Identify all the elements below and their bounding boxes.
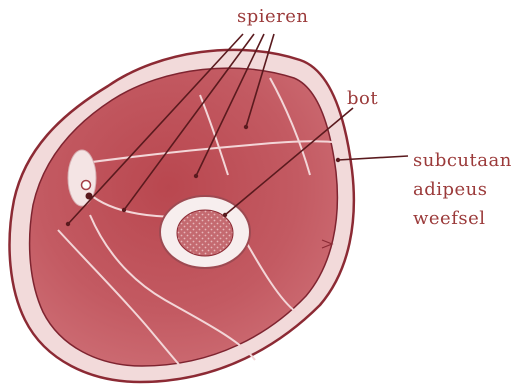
- label-subcutaneous-line3: weefsel: [413, 208, 486, 230]
- label-bone: bot: [347, 88, 378, 110]
- label-muscles: spieren: [237, 6, 309, 28]
- label-subcutaneous-line1: subcutaan: [413, 150, 512, 172]
- femur-bone: [160, 196, 250, 268]
- label-subcutaneous-line2: adipeus: [413, 179, 488, 201]
